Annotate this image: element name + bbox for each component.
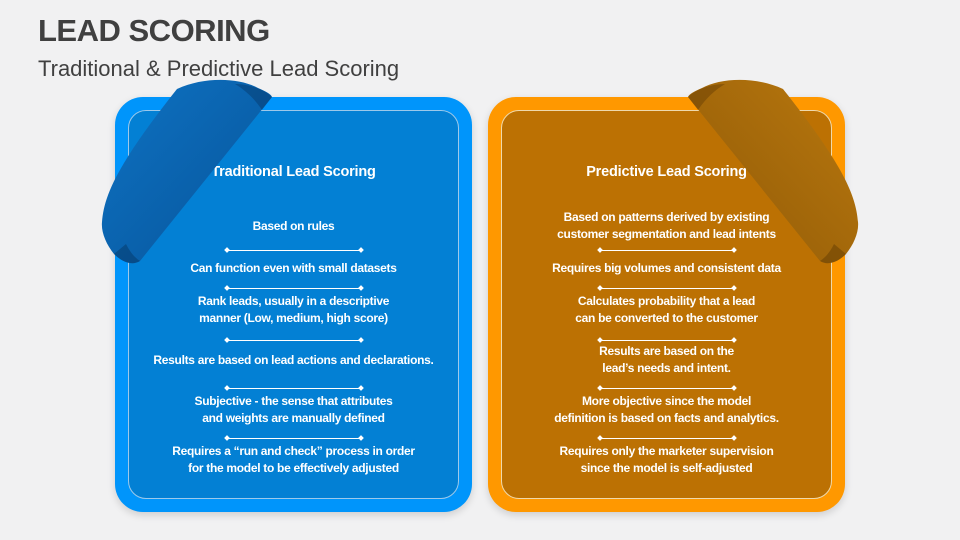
item-line: Requires big volumes and consistent data (552, 260, 781, 275)
item-line: for the model to be effectively adjusted (188, 461, 399, 475)
item-line: Requires only the marketer supervision (559, 444, 774, 458)
card-title: Traditional Lead Scoring (211, 164, 376, 180)
item-line: Rank leads, usually in a descriptive (197, 294, 390, 308)
divider-line (600, 387, 733, 389)
divider-line (227, 287, 360, 289)
double-arrow-divider (598, 385, 736, 391)
divider-line (600, 249, 733, 251)
card-item: Based on patterns derived by existing cus… (500, 206, 833, 246)
item-line: Requires a “run and check” process in or… (172, 444, 415, 458)
item-line: Based on patterns derived by existing (563, 210, 770, 224)
card-item: Results are based on lead actions and de… (127, 340, 460, 380)
card-item: Calculates probability that a lead can be… (500, 290, 833, 330)
double-arrow-divider (225, 247, 363, 253)
item-line: customer segmentation and lead intents (557, 227, 776, 241)
predictive-lead-scoring-card: Predictive Lead Scoring Based on pattern… (488, 97, 845, 512)
double-arrow-divider (225, 435, 363, 441)
card-item: Requires only the marketer supervision si… (500, 440, 833, 480)
double-arrow-divider (225, 385, 363, 391)
divider-line (600, 339, 733, 341)
divider-line (227, 437, 360, 439)
card-item: Requires a “run and check” process in or… (127, 440, 460, 480)
divider-line (600, 437, 733, 439)
double-arrow-divider (598, 337, 736, 343)
divider-line (600, 287, 733, 289)
divider-line (227, 339, 360, 341)
item-line: and weights are manually defined (202, 411, 385, 425)
page-title: LEAD SCORING (38, 13, 270, 48)
item-line: definition is based on facts and analyti… (554, 411, 779, 425)
card-item: Rank leads, usually in a descriptive mann… (127, 290, 460, 330)
card-item: More objective since the model definition… (500, 390, 833, 430)
item-line: Can function even with small datasets (190, 260, 397, 275)
double-arrow-divider (598, 285, 736, 291)
card-title: Predictive Lead Scoring (586, 164, 747, 180)
card-item: Subjective - the sense that attributes an… (127, 390, 460, 430)
card-item: Based on rules (127, 206, 460, 246)
item-line: Calculates probability that a lead (577, 294, 756, 308)
item-line: Results are based on lead actions and de… (153, 352, 434, 367)
page-subtitle: Traditional & Predictive Lead Scoring (38, 56, 400, 81)
card-item: Can function even with small datasets (127, 248, 460, 288)
card-item: Requires big volumes and consistent data (500, 248, 833, 288)
item-line: manner (Low, medium, high score) (199, 311, 388, 325)
item-line: can be converted to the customer (575, 311, 758, 325)
double-arrow-divider (598, 247, 736, 253)
divider-line (227, 249, 360, 251)
card-item: Results are based on the lead’s needs and… (500, 340, 833, 380)
item-line: since the model is self-adjusted (580, 461, 753, 475)
divider-line (227, 387, 360, 389)
item-line: Based on rules (252, 218, 335, 233)
double-arrow-divider (598, 435, 736, 441)
double-arrow-divider (225, 285, 363, 291)
item-line: Subjective - the sense that attributes (194, 394, 393, 408)
item-line: lead’s needs and intent. (602, 361, 731, 375)
double-arrow-divider (225, 337, 363, 343)
item-line: More objective since the model (581, 394, 752, 408)
item-line: Results are based on the (599, 344, 734, 358)
